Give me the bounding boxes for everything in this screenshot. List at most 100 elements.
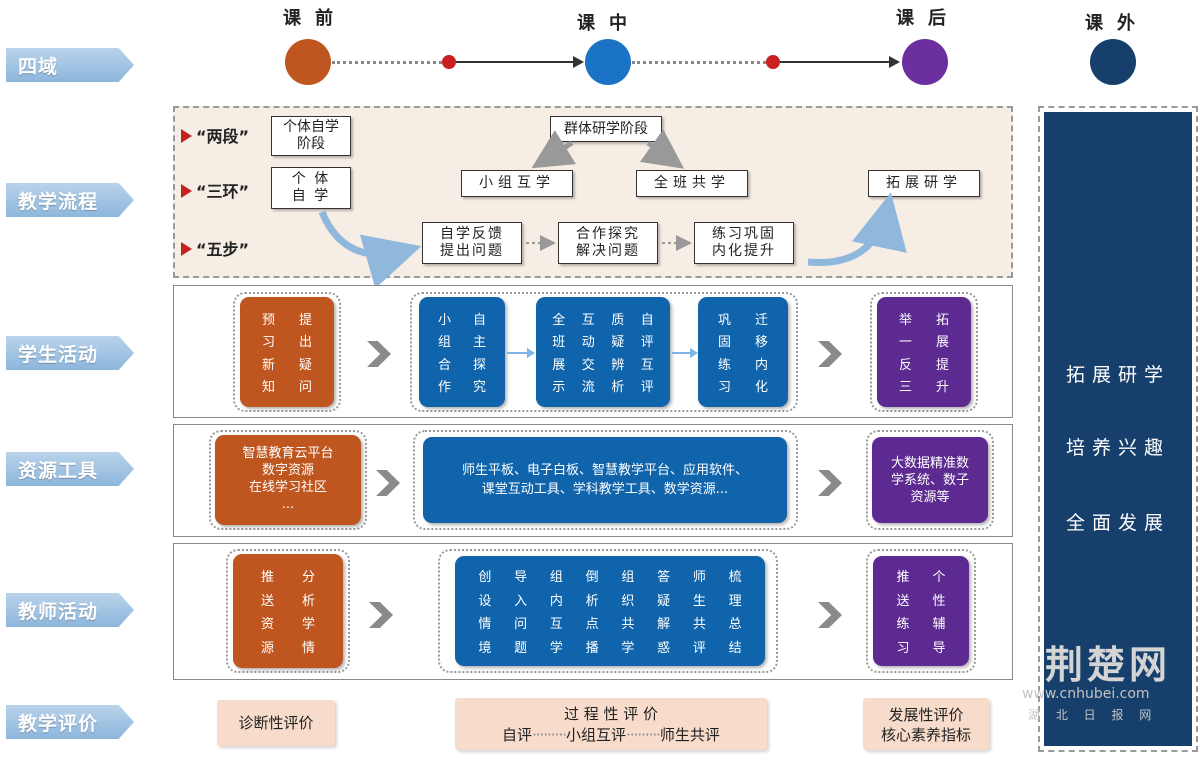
grid-char: 倒: [585, 570, 599, 586]
timeline-dot-1: [442, 55, 456, 69]
grid-char: 问: [514, 617, 528, 633]
grid-char: 境: [478, 640, 492, 656]
grid-char: 小: [437, 312, 451, 328]
grid-char: 评: [640, 380, 654, 396]
grid-char: 答: [657, 570, 671, 586]
resource-mid-line-1: 师生平板、电子白板、智慧教学平台、应用软件、: [461, 463, 748, 478]
phase-circle-extra: [1090, 39, 1136, 85]
grid-char: 播: [585, 640, 599, 656]
timeline-dot-2: [766, 55, 780, 69]
grid-char: 评: [692, 640, 706, 656]
eval-development-line-1: 发展性评价: [888, 706, 964, 724]
branch-arrow-right: [639, 129, 685, 169]
grid-char: 合: [437, 357, 451, 373]
grid-char: 解: [657, 617, 671, 633]
process-arrows: [318, 129, 907, 289]
right-item-extend: 拓展研学: [1065, 364, 1170, 386]
resource-post-line-2: 学系统、数子: [890, 473, 969, 488]
student-class-grid: 全互质自班动疑评展交辨互示流析评: [544, 307, 662, 397]
grid-char: 展: [552, 357, 566, 373]
grid-char: 导: [514, 570, 528, 586]
grid-char: 探: [472, 357, 486, 373]
right-item-development: 全面发展: [1065, 512, 1170, 534]
grid-char: 练: [896, 617, 910, 633]
grid-char: 提: [298, 312, 312, 328]
phase-circle-post: [902, 39, 948, 85]
grid-char: 学: [549, 640, 563, 656]
grid-char: 出: [298, 335, 312, 351]
row-label-teacher: 教师活动: [6, 593, 134, 627]
stage-marker-icon: [181, 242, 192, 256]
grid-char: 化: [754, 380, 768, 396]
grid-char: 分: [301, 570, 315, 586]
teacher-card-pre: 推分送析资学源情: [233, 554, 343, 668]
grid-char: 送: [896, 593, 910, 609]
grid-char: 问: [298, 380, 312, 396]
grid-char: 推: [896, 570, 910, 586]
grid-char: 质: [611, 312, 625, 328]
grid-char: 拓: [935, 312, 949, 328]
grid-char: 情: [478, 617, 492, 633]
grid-char: 三: [898, 380, 912, 396]
resource-card-mid: 师生平板、电子白板、智慧教学平台、应用软件、 课堂互动工具、学科教学工具、数学资…: [423, 437, 787, 523]
grid-char: 情: [301, 640, 315, 656]
resource-pre-line-3: 在线学习社区: [248, 480, 327, 495]
grid-char: 习: [261, 335, 275, 351]
stage-five-steps: “五步”: [181, 236, 249, 260]
grid-char: 组: [621, 570, 635, 586]
grid-char: 入: [514, 593, 528, 609]
phase-label-in: 课中: [577, 13, 641, 34]
grid-char: 梳: [728, 570, 742, 586]
grid-char: 推: [260, 570, 274, 586]
grid-char: 内: [754, 357, 768, 373]
grid-char: 反: [898, 357, 912, 373]
grid-char: 学: [621, 640, 635, 656]
resource-pre-line-1: 智慧教育云平台: [242, 446, 334, 461]
teacher-card-post: 推个送性练辅习导: [873, 556, 969, 666]
grid-char: 展: [935, 335, 949, 351]
watermark-url: www.cnhubei.com: [1022, 686, 1150, 702]
grid-char: 交: [581, 357, 595, 373]
resource-card-post: 大数据精准数 学系统、数子 资源等: [872, 437, 988, 523]
grid-char: 师: [692, 570, 706, 586]
grid-char: 共: [692, 617, 706, 633]
grid-char: 动: [581, 335, 595, 351]
row-label-resource: 资源工具: [6, 452, 134, 486]
grid-char: 导: [932, 640, 946, 656]
grid-char: 升: [935, 380, 949, 396]
branch-arrow-left: [531, 130, 577, 169]
grid-char: 总: [728, 617, 742, 633]
grid-char: 评: [640, 335, 654, 351]
row-label-student: 学生活动: [6, 336, 134, 370]
grid-char: 互: [581, 312, 595, 328]
grid-char: 移: [754, 335, 768, 351]
grid-char: 流: [581, 380, 595, 396]
grid-char: 习: [717, 380, 731, 396]
grid-char: 疑: [657, 593, 671, 609]
grid-char: 究: [472, 380, 486, 396]
teacher-pre-grid: 推分送析资学源情: [247, 564, 329, 658]
grid-char: 织: [621, 593, 635, 609]
step-practice-box: 练习巩固内化提升: [694, 222, 794, 264]
phase-label-pre: 课前: [283, 8, 347, 29]
grid-char: 组: [437, 335, 451, 351]
grid-char: 一: [898, 335, 912, 351]
student-card-preview: 预提习出新疑知问: [240, 297, 334, 407]
watermark-logo: 荆楚网: [1045, 643, 1172, 687]
grid-char: 源: [260, 640, 274, 656]
resource-post-line-3: 资源等: [910, 490, 950, 505]
timeline-dotted-2: [632, 61, 766, 64]
eval-diagnostic: 诊断性评价: [217, 700, 335, 746]
watermark-sub: 湖 北 日 报 网: [1028, 708, 1158, 722]
grid-char: 结: [728, 640, 742, 656]
grid-char: 自: [640, 312, 654, 328]
right-column: 拓展研学 培养兴趣 全面发展: [1044, 112, 1192, 746]
phase-label-extra: 课外: [1085, 13, 1149, 34]
timeline-dotted-1: [332, 61, 442, 64]
group-study-box: 小组互学: [461, 170, 573, 197]
grid-char: 析: [585, 593, 599, 609]
grid-char: 自: [472, 312, 486, 328]
grid-char: 新: [261, 357, 275, 373]
grid-char: 学: [301, 617, 315, 633]
row-label-evaluation: 教学评价: [6, 705, 134, 739]
